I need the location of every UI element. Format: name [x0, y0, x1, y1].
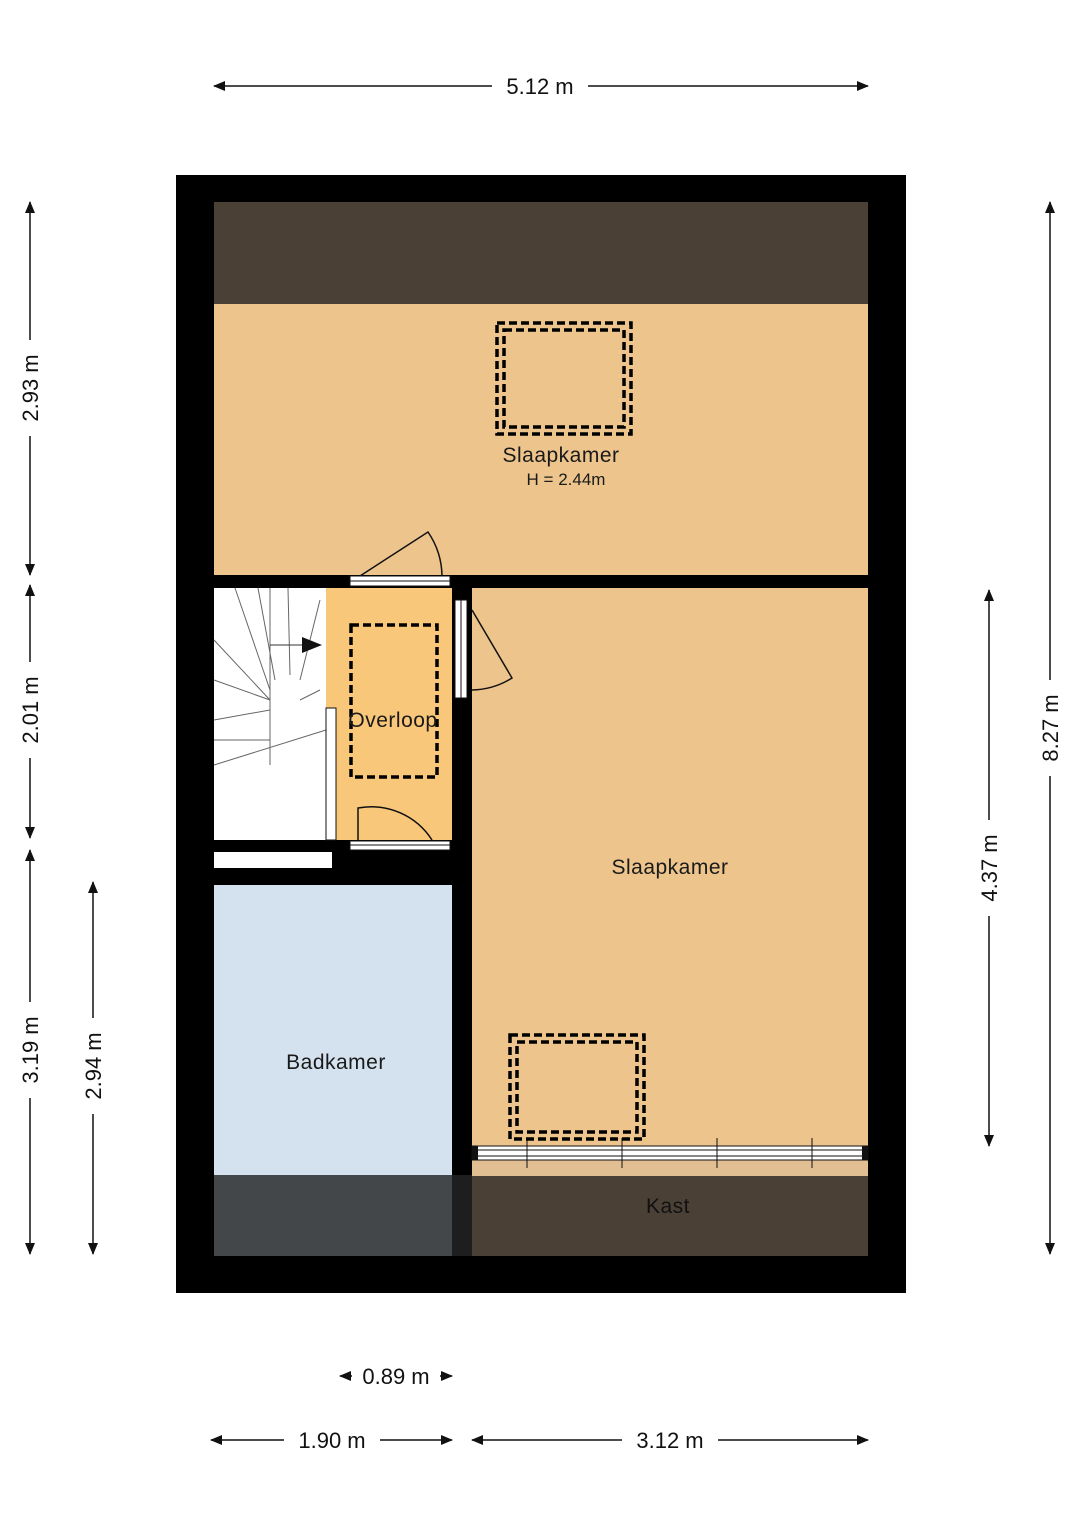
- label-overloop: Overloop: [348, 709, 437, 732]
- label-height-note: H = 2.44m: [527, 470, 606, 489]
- skylight-right: [508, 1033, 646, 1141]
- staircase: [213, 587, 337, 841]
- dimension-right-inner: 4.37 m: [977, 589, 1002, 1147]
- room-kast: [472, 1176, 868, 1256]
- label-slaapkamer-top: Slaapkamer: [502, 444, 619, 467]
- roof-slope-top: [214, 202, 868, 304]
- dim-bottom-left-label: 1.90 m: [298, 1428, 365, 1453]
- wardrobe-rail: [471, 1138, 869, 1168]
- dim-right-inner-label: 4.37 m: [977, 834, 1002, 901]
- skylight-overloop: [349, 623, 439, 779]
- dimension-bottom-right: 3.12 m: [471, 1428, 869, 1453]
- wall-vertical-middle: [452, 575, 472, 1256]
- room-slaapkamer-top: [214, 304, 868, 575]
- room-overloop: [326, 588, 452, 840]
- wall-bath-notch: [214, 868, 344, 885]
- room-slaapkamer-right: [472, 588, 868, 1148]
- wall-horizontal-upper: [214, 575, 868, 588]
- room-badkamer: [214, 885, 452, 1175]
- dimension-top-width: 5.12 m: [213, 74, 869, 99]
- dimension-bottom-left: 1.90 m: [210, 1428, 453, 1453]
- notch-white: [214, 852, 332, 868]
- dim-left-bottom-label: 3.19 m: [18, 1016, 43, 1083]
- bath-dark-zone: [214, 1175, 452, 1256]
- label-badkamer: Badkamer: [286, 1051, 386, 1074]
- dim-bottom-small-label: 0.89 m: [362, 1364, 429, 1389]
- dim-right-total-label: 8.27 m: [1038, 694, 1063, 761]
- dim-left-inner-label: 2.94 m: [81, 1032, 106, 1099]
- dimension-bottom-small: 0.89 m: [339, 1364, 453, 1389]
- label-slaapkamer-right: Slaapkamer: [611, 856, 728, 879]
- label-kast: Kast: [646, 1195, 690, 1218]
- dimension-right-total: 8.27 m: [1038, 201, 1063, 1255]
- dimension-left-bottom: 3.19 m: [18, 849, 43, 1255]
- dim-left-top-label: 2.93 m: [18, 354, 43, 421]
- dimension-left-inner: 2.94 m: [81, 881, 106, 1255]
- skylight-top: [495, 321, 633, 436]
- wall-bath-notch-side: [332, 852, 344, 885]
- door-top: [349, 530, 451, 587]
- door-bottom: [349, 806, 451, 851]
- dimension-left-top: 2.93 m: [18, 201, 43, 576]
- dim-bottom-right-label: 3.12 m: [636, 1428, 703, 1453]
- dimension-left-middle: 2.01 m: [18, 584, 43, 839]
- kast-strip: [472, 1160, 868, 1176]
- wall-bath-dark-overlay: [452, 1175, 472, 1256]
- door-right: [454, 599, 514, 699]
- dim-top-width-label: 5.12 m: [506, 74, 573, 99]
- dim-left-middle-label: 2.01 m: [18, 676, 43, 743]
